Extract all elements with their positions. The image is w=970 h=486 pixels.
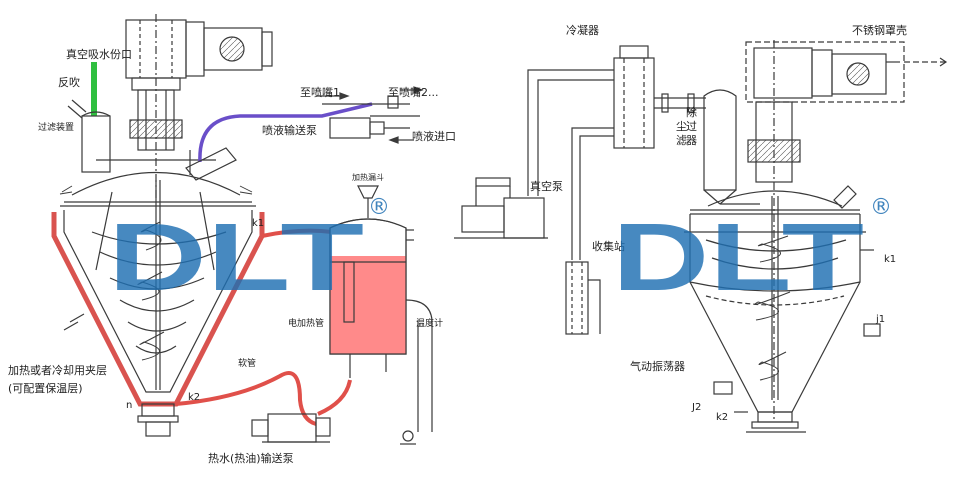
label-vibrator: 气动振荡器	[630, 359, 685, 373]
label-dust-filter-text: 除尘过滤器	[676, 105, 697, 147]
heating-tank	[329, 185, 433, 445]
left-vessel	[51, 171, 265, 437]
label-to-nozzle-1: 至喷嘴1	[300, 86, 340, 99]
right-diagram	[454, 40, 948, 433]
label-to-nozzle-2: 至喷嘴2...	[388, 86, 439, 99]
watermark-text-right: DLT	[612, 204, 864, 311]
watermark-mark-right: ®	[870, 195, 892, 220]
left-filter	[67, 62, 111, 173]
label-k1-left: k1	[252, 218, 264, 229]
left-diagram	[51, 14, 433, 445]
watermark-right: DLT ®	[612, 195, 892, 311]
tank-liquid	[330, 256, 406, 354]
label-n: n	[126, 400, 132, 411]
hot-pipe-k1	[261, 228, 333, 238]
label-k1-right: k1	[884, 254, 896, 265]
watermark-left: DLT ®	[108, 195, 390, 311]
label-k2-left: k2	[188, 392, 200, 403]
left-labels: 真空吸水份口 反吹 过滤装置 至喷嘴1 至喷嘴2... 喷液输送泵 喷液进口 k…	[8, 47, 456, 465]
label-jacket-2: (可配置保温层)	[8, 381, 83, 395]
condenser	[613, 45, 706, 149]
hot-pipe-return	[317, 379, 352, 416]
right-labels: 冷凝器 真空泵 收集站 不锈钢罩壳 k1 j1 气动振荡器 J2 k2	[530, 23, 907, 423]
watermark-text-left: DLT	[108, 204, 364, 311]
spray-pipe	[198, 102, 373, 163]
label-j1: j1	[875, 314, 885, 325]
label-jacket-1: 加热或者冷却用夹层	[8, 364, 107, 377]
label-stainless-cover: 不锈钢罩壳	[852, 23, 907, 37]
label-filter: 过滤装置	[38, 121, 74, 133]
collector	[565, 261, 601, 335]
label-spray-inlet: 喷液进口	[412, 129, 456, 143]
vacuum-pump	[454, 177, 548, 239]
label-spray-pump: 喷液输送泵	[262, 123, 317, 137]
label-vacuum-pump: 真空泵	[530, 179, 563, 193]
label-heater: 电加热管	[288, 317, 324, 329]
label-thermometer: 温度计	[416, 317, 443, 329]
label-hose: 软管	[238, 357, 256, 369]
right-vessel	[684, 185, 881, 433]
motor-gearbox-left	[125, 14, 273, 200]
label-hot-water-pump: 热水(热油)输送泵	[208, 451, 294, 465]
stainless-cover	[745, 40, 948, 420]
label-k2-right: k2	[716, 412, 728, 423]
hot-water-pump	[251, 413, 331, 443]
label-collector: 收集站	[592, 239, 625, 253]
label-j2: J2	[691, 402, 701, 413]
watermark-mark-left: ®	[368, 195, 390, 220]
spray-pump	[329, 95, 410, 139]
label-filler: 加热漏斗	[352, 172, 384, 182]
label-vacuum-port: 真空吸水份口	[66, 47, 132, 61]
label-condenser: 冷凝器	[566, 23, 599, 37]
label-backflush: 反吹	[58, 76, 80, 89]
label-dust-filter: 除尘过滤器	[676, 105, 697, 147]
